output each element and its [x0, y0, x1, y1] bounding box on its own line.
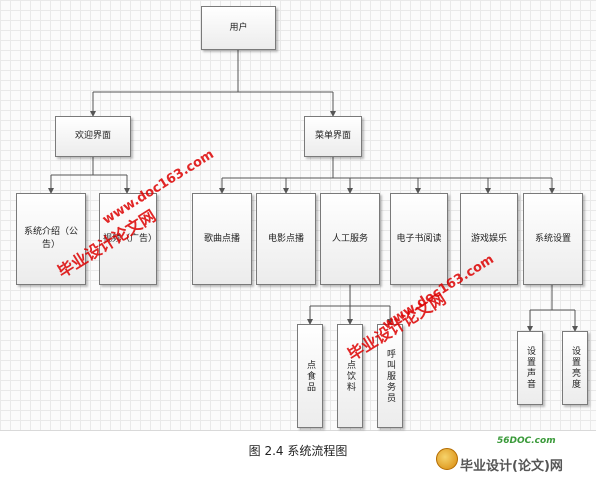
node-movie-on-demand: 电影点播 [256, 193, 316, 285]
node-system-intro: 系统介绍（公告） [16, 193, 86, 285]
node-ebook-reading: 电子书阅读 [390, 193, 448, 285]
node-song-on-demand: 歌曲点播 [192, 193, 252, 285]
node-set-sound: 设置声音 [517, 331, 543, 405]
node-call-staff: 呼叫服务员 [377, 324, 403, 428]
node-user: 用户 [201, 6, 276, 50]
node-set-brightness: 设置亮度 [562, 331, 588, 405]
node-system-settings: 系统设置 [523, 193, 583, 285]
connector-lines [48, 50, 578, 332]
logo-mark-icon [436, 448, 458, 470]
node-manual-service: 人工服务 [320, 193, 380, 285]
diagram-canvas: 用户 欢迎界面 菜单界面 系统介绍（公告） 视频（广告） 歌曲点播 电影点播 人… [0, 0, 596, 431]
node-welcome: 欢迎界面 [55, 116, 131, 157]
node-menu: 菜单界面 [304, 116, 362, 157]
figure-caption: 图 2.4 系统流程图 [248, 444, 348, 458]
logo-site-text: 56DOC.com [497, 436, 556, 446]
logo-text: 毕业设计(论文)网 [460, 459, 563, 474]
node-video-ad: 视频（广告） [99, 193, 157, 285]
node-games: 游戏娱乐 [460, 193, 518, 285]
node-order-food: 点食品 [297, 324, 323, 428]
node-order-drink: 点饮料 [337, 324, 363, 428]
